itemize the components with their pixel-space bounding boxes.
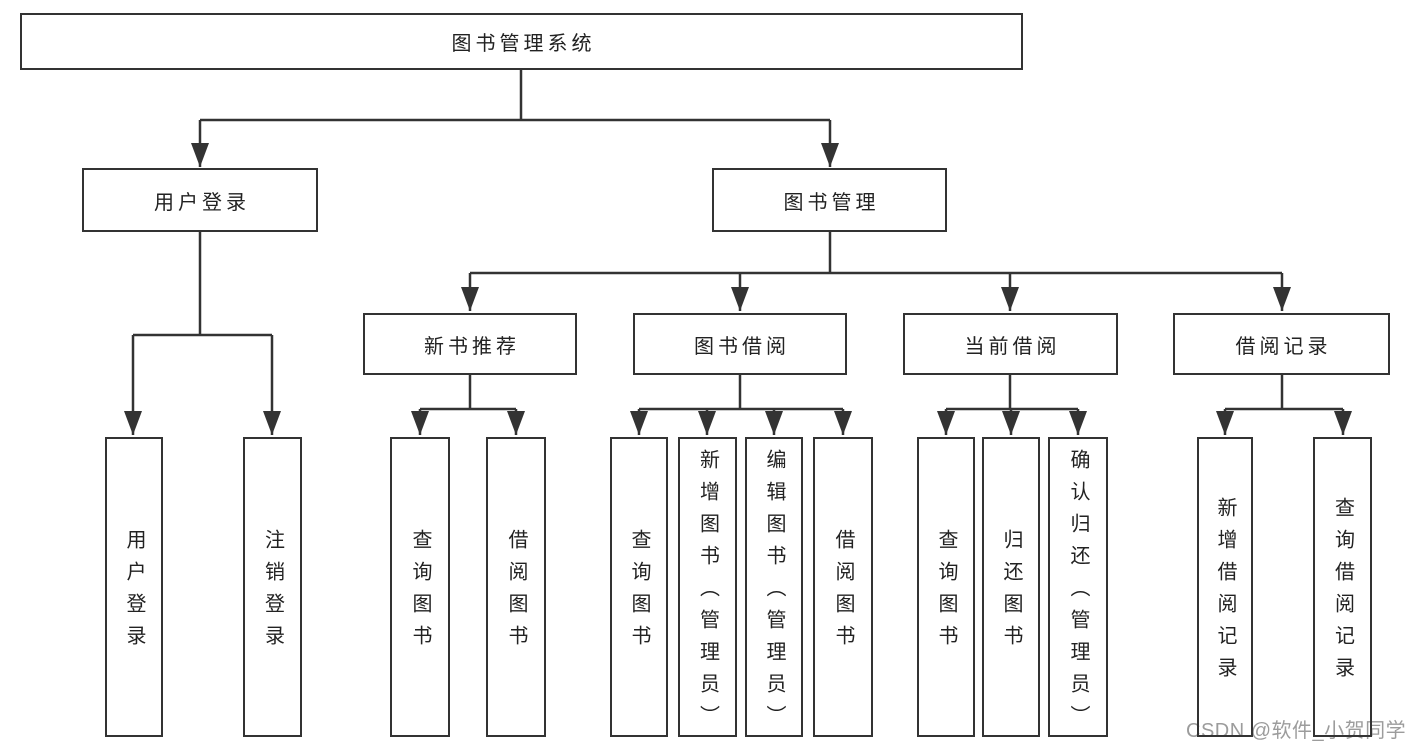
leaf-query-books-borrow: 查询图书 <box>610 437 668 737</box>
leaf-borrow-books-recommend: 借阅图书 <box>486 437 546 737</box>
leaf-query-borrow-record: 查询借阅记录 <box>1313 437 1372 737</box>
arrow-wires <box>124 120 1352 435</box>
node-new-book-recommendation: 新书推荐 <box>363 313 577 375</box>
leaf-logout: 注销登录 <box>243 437 302 737</box>
leaf-user-login: 用户登录 <box>105 437 163 737</box>
leaf-confirm-return-admin: 确认归还（管理员） <box>1048 437 1108 737</box>
leaf-add-borrow-record: 新增借阅记录 <box>1197 437 1253 737</box>
node-library-management-system: 图书管理系统 <box>20 13 1023 70</box>
node-book-borrowing: 图书借阅 <box>633 313 847 375</box>
leaf-add-books-admin: 新增图书（管理员） <box>678 437 737 737</box>
node-user-login: 用户登录 <box>82 168 318 232</box>
leaf-edit-books-admin: 编辑图书（管理员） <box>745 437 803 737</box>
plain-wires <box>133 70 1343 411</box>
leaf-query-books-current: 查询图书 <box>917 437 975 737</box>
node-book-management: 图书管理 <box>712 168 947 232</box>
node-current-borrowing: 当前借阅 <box>903 313 1118 375</box>
node-borrowing-records: 借阅记录 <box>1173 313 1390 375</box>
leaf-query-books-recommend: 查询图书 <box>390 437 450 737</box>
leaf-borrow-books: 借阅图书 <box>813 437 873 737</box>
leaf-return-books: 归还图书 <box>982 437 1040 737</box>
